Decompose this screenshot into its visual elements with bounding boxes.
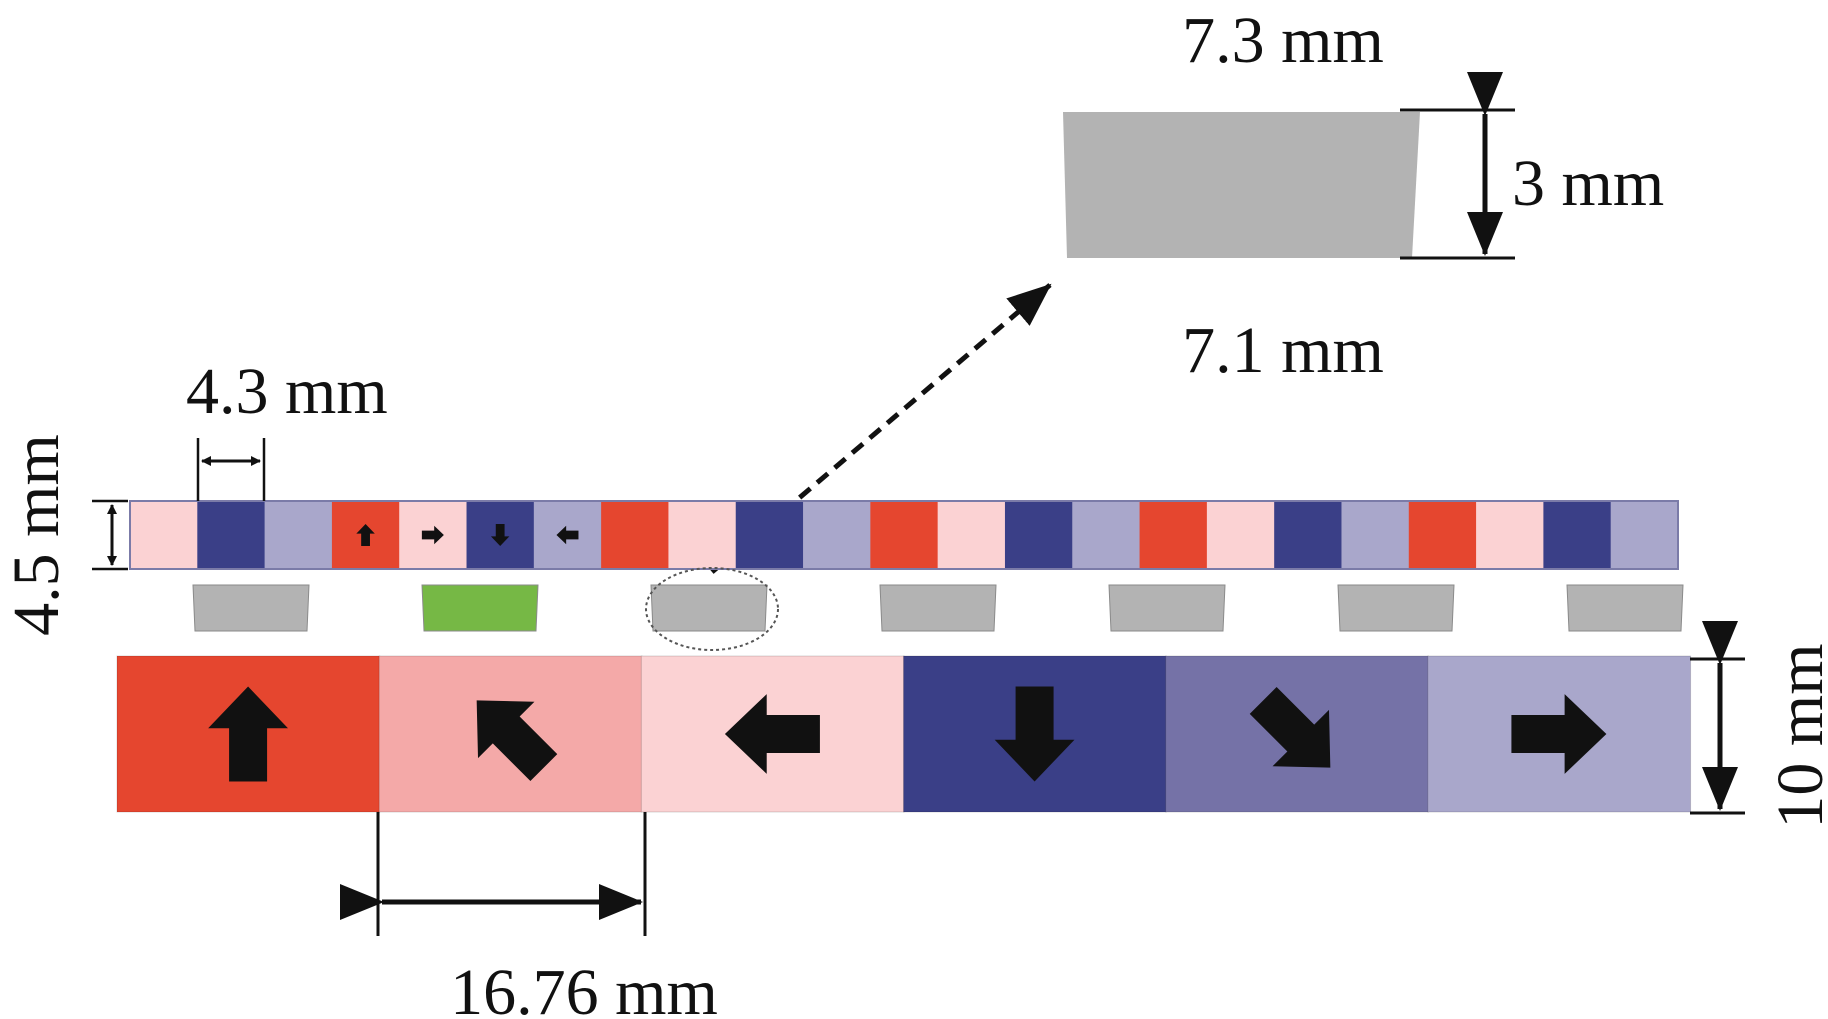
small-cell-width-dimension: 4.3 mm [186, 355, 388, 501]
large-strip-height-label: 10 mm [1764, 643, 1828, 828]
large-strip-height-dimension: 10 mm [1690, 621, 1828, 829]
small-strip-cell [264, 501, 333, 569]
small-strip-cell [1476, 501, 1544, 569]
small-magnet-strip [130, 501, 1679, 569]
arrow-right-icon [421, 525, 444, 545]
zoomed-block [1063, 112, 1420, 258]
small-strip-cell [803, 501, 871, 569]
small-strip-cell [1610, 501, 1679, 569]
small-strip-cell [1341, 501, 1410, 569]
small-strip-height-dimension: 4.5 mm [0, 434, 128, 636]
large-cell-width-dimension: 16.76 mm [340, 812, 718, 1019]
small-strip-cell [197, 501, 266, 569]
small-strip-cell [1543, 501, 1612, 569]
arrow-up-icon [356, 524, 375, 546]
small-strip-cell [130, 501, 198, 569]
small-strip-cell [1274, 501, 1343, 569]
arrow-left-icon [724, 694, 820, 774]
arrow-down-icon [490, 524, 510, 546]
small-strip-cell [668, 501, 737, 569]
block-row [192, 584, 1684, 632]
arrow-up-left-icon [476, 700, 558, 782]
small-strip-cell [1139, 501, 1208, 569]
small-strip-cell [1206, 501, 1275, 569]
arrow-down-right-icon [1249, 686, 1331, 768]
small-cell-width-label: 4.3 mm [186, 355, 388, 428]
block [192, 584, 310, 632]
small-strip-cell [937, 501, 1006, 569]
block [1337, 584, 1455, 632]
small-strip-cell [1004, 501, 1073, 569]
arrow-right-icon [1511, 694, 1607, 774]
small-strip-cell [1408, 501, 1477, 569]
small-strip-cell [735, 501, 804, 569]
block-top-width-label: 7.3 mm [1182, 4, 1384, 77]
block [879, 584, 997, 632]
highlight-ellipse [645, 567, 779, 651]
arrow-down-icon [994, 686, 1075, 782]
block [1566, 584, 1684, 632]
small-strip-cell [1072, 501, 1141, 569]
large-magnet-strip [116, 655, 1692, 813]
arrow-up-icon [208, 686, 288, 782]
arrow-left-icon [556, 525, 579, 545]
block-bottom-width-label: 7.1 mm [1182, 314, 1384, 387]
small-strip-cell [601, 501, 670, 569]
small-strip-cell [870, 501, 939, 569]
block-height-label: 3 mm [1512, 147, 1664, 220]
large-cell-width-label: 16.76 mm [450, 956, 718, 1019]
block [421, 584, 539, 632]
small-strip-height-label: 4.5 mm [0, 434, 73, 636]
zoomed-block-detail: 3 mm 7.3 mm 7.1 mm [1063, 4, 1664, 387]
block-highlighted [650, 584, 768, 632]
block [1108, 584, 1226, 632]
